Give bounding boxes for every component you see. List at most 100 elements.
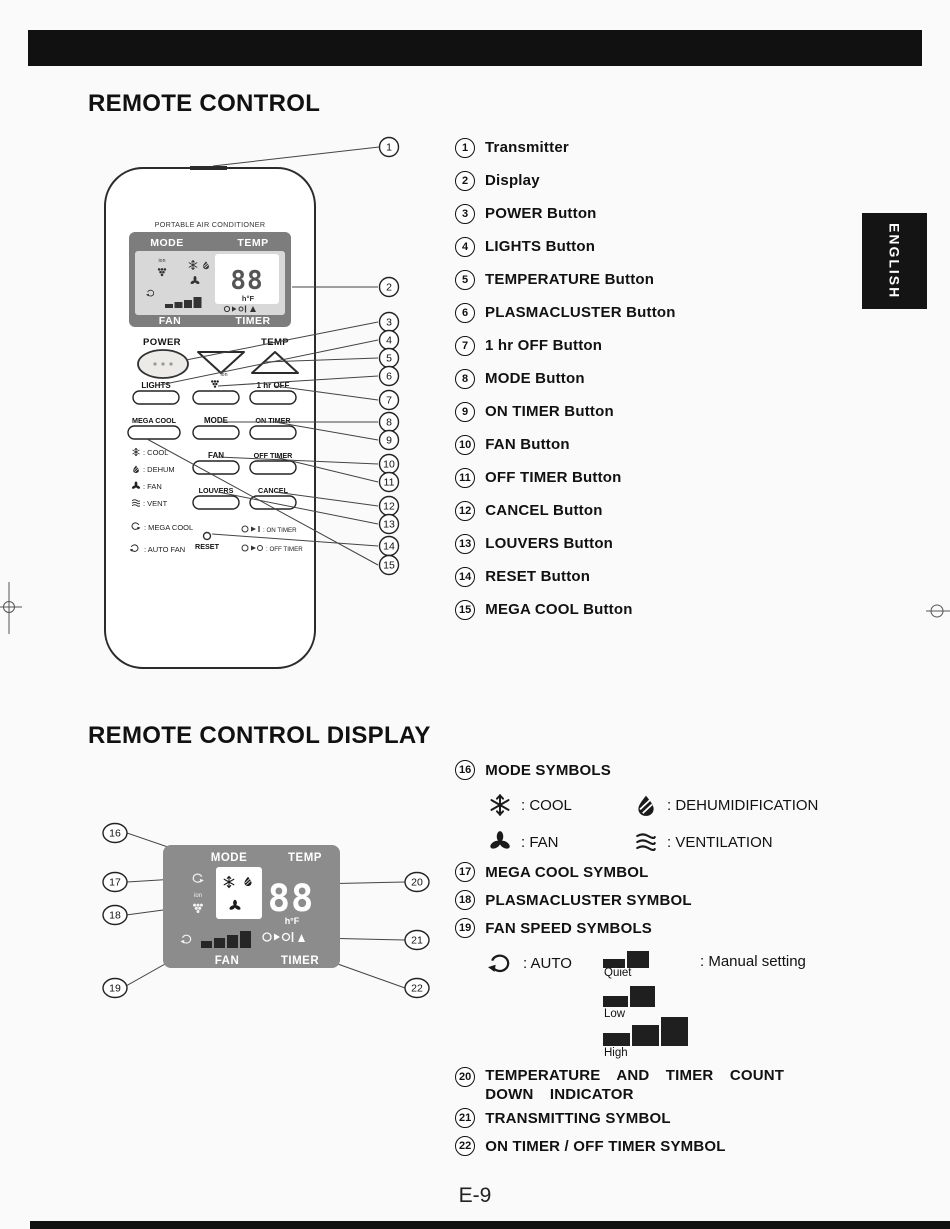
item-number-badge: 2 (455, 170, 475, 191)
svg-text:9: 9 (386, 435, 392, 447)
item-number-badge: 13 (455, 533, 476, 554)
section2-title: REMOTE CONTROL DISPLAY (88, 722, 431, 749)
svg-text:16: 16 (109, 828, 121, 840)
item-label: ON TIMER / OFF TIMER SYMBOL (485, 1137, 726, 1155)
mode-symbol-cool: : COOL (488, 793, 572, 817)
item-label: LOUVERS Button (485, 535, 614, 552)
auto-fan-icon (488, 954, 510, 973)
item-number-badge: 16 (455, 760, 476, 780)
item-label: MEGA COOL Button (485, 601, 633, 618)
one-hr-off-label: 1 hr OFF (257, 381, 290, 390)
list-item: 15 MEGA COOL Button (455, 593, 885, 626)
ventilation-icon (636, 833, 656, 852)
item-number-badge: 22 (455, 1136, 476, 1156)
mode-label: MODE (204, 416, 229, 425)
fan-speed-bars-icon (201, 931, 251, 948)
mode-label: MODE (211, 852, 248, 864)
item-label: PLASMACLUSTER SYMBOL (485, 891, 692, 909)
cancel-label: CANCEL (258, 486, 289, 495)
svg-text:11: 11 (384, 477, 395, 489)
language-tab: ENGLISH (862, 213, 927, 309)
off-timer-button (249, 460, 297, 475)
temperature-digits: 88 (268, 877, 315, 920)
fan-speed-auto: : AUTO (488, 950, 572, 976)
on-timer-button (249, 425, 297, 440)
unit-text: h°F (285, 916, 300, 926)
item-label: PLASMACLUSTER Button (485, 304, 676, 321)
footer-bar (30, 1221, 950, 1229)
fan-icon (488, 831, 512, 851)
temp-label: TEMP (288, 852, 322, 864)
language-tab-label: ENGLISH (886, 222, 903, 300)
page-number: E-9 (458, 1184, 492, 1207)
svg-text:5: 5 (386, 353, 392, 365)
timer-legend: : ON TIMER : OFF TIMER (241, 525, 303, 553)
fan-label: FAN (215, 955, 240, 967)
list-item: 21 TRANSMITTING SYMBOL (455, 1108, 671, 1128)
louvers-label: LOUVERS (199, 486, 234, 495)
svg-text:20: 20 (411, 877, 423, 889)
item-number-badge: 18 (455, 890, 476, 910)
svg-text:10: 10 (383, 459, 395, 471)
item-number-badge: 19 (455, 918, 476, 938)
mode-symbol-dehumidification: : DEHUMIDIFICATION (634, 793, 818, 817)
svg-text:: OFF TIMER: : OFF TIMER (266, 546, 303, 553)
cool-label: : COOL (521, 796, 572, 814)
item-number-badge: 9 (455, 401, 475, 422)
svg-text:: ON TIMER: : ON TIMER (263, 527, 297, 534)
power-button (137, 349, 189, 379)
svg-text:: AUTO FAN: : AUTO FAN (144, 545, 185, 554)
item-number-badge: 11 (455, 467, 475, 488)
reset-button (202, 531, 212, 541)
item-label: TEMPERATURE Button (485, 271, 655, 288)
display-mode-label: MODE (150, 237, 184, 249)
registration-mark-left (0, 582, 22, 634)
mode-symbol-ventilation: : VENTILATION (634, 830, 773, 854)
dehumidification-icon (637, 794, 655, 817)
louvers-button (192, 495, 240, 510)
list-item: 6 PLASMACLUSTER Button (455, 296, 885, 329)
svg-text:6: 6 (386, 371, 392, 383)
item-label: OFF TIMER Button (485, 469, 622, 486)
svg-text:13: 13 (383, 519, 395, 531)
registration-mark-right (926, 604, 950, 618)
svg-text:: COOL: : COOL (143, 448, 168, 457)
item-label: Display (485, 172, 540, 189)
svg-text:19: 19 (109, 983, 121, 995)
remote-display: MODE TEMP FAN TIMER ion 88 h°F (129, 232, 291, 327)
item-number-badge: 4 (455, 236, 475, 257)
display-timer-label: TIMER (235, 315, 270, 327)
svg-text:12: 12 (383, 501, 395, 513)
svg-text:8: 8 (386, 417, 392, 429)
item-number-badge: 15 (455, 599, 476, 620)
timer-symbols-icon (223, 305, 256, 313)
off-timer-label: OFF TIMER (254, 451, 294, 460)
clock-icon (241, 544, 249, 552)
item-label: FAN SPEED SYMBOLS (485, 919, 653, 937)
callout-lines (146, 146, 380, 566)
svg-text:: FAN: : FAN (143, 482, 162, 491)
header-bar (28, 30, 922, 66)
svg-text:: MEGA COOL: : MEGA COOL (144, 523, 193, 532)
mode-symbol-fan: : FAN (488, 830, 559, 854)
item-number-badge: 14 (455, 566, 476, 587)
list-item: 11 OFF TIMER Button (455, 461, 885, 494)
item-number-badge: 6 (455, 302, 475, 323)
callout-numbers: 16 17 18 19 20 21 22 (102, 822, 430, 999)
list-item: 2 Display (455, 164, 885, 197)
svg-text:1: 1 (386, 142, 392, 154)
svg-text:21: 21 (411, 935, 423, 947)
list-item: 17 MEGA COOL SYMBOL (455, 862, 648, 882)
manual-setting-label: : Manual setting (700, 953, 806, 970)
item-label: TEMPERATURE AND TIMER COUNT DOWN INDICAT… (485, 1067, 785, 1103)
svg-text:14: 14 (383, 541, 395, 553)
list-item: 13 LOUVERS Button (455, 527, 885, 560)
